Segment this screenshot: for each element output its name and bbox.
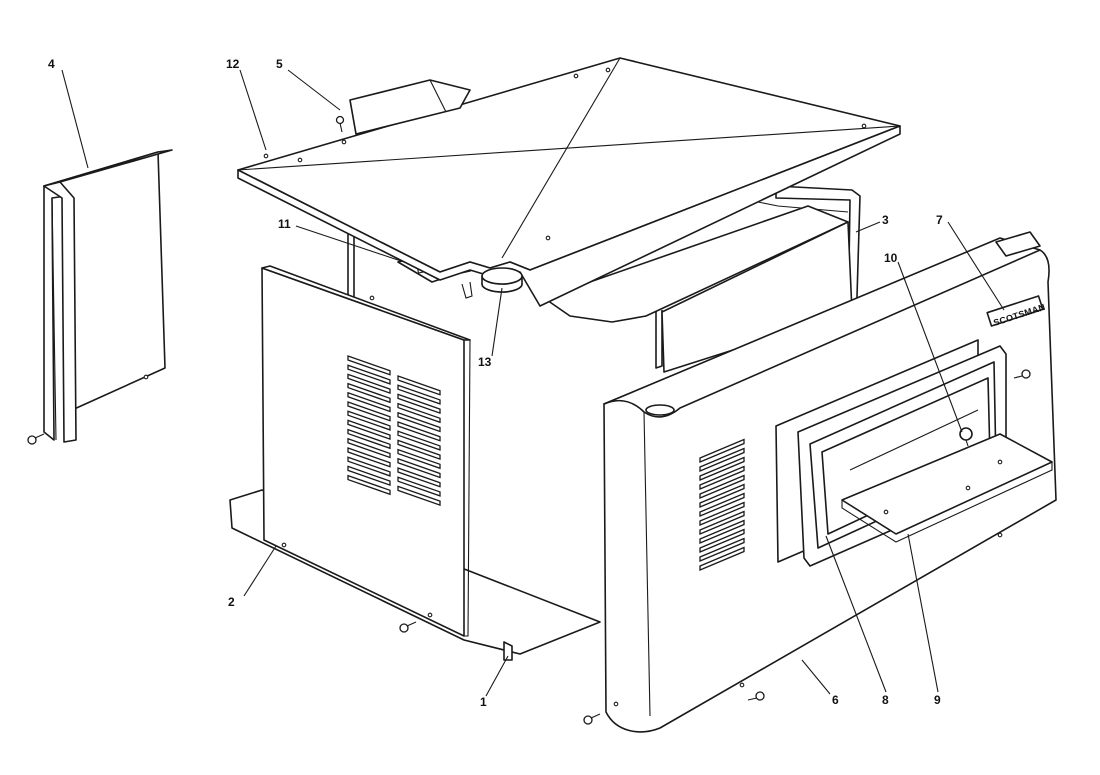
louver-slot [699, 528, 745, 553]
louver-slot [347, 391, 391, 413]
louver-slot [397, 457, 441, 479]
side-panel-left [261, 265, 471, 637]
louver-slot [397, 448, 441, 470]
callout-6: 6 [832, 693, 839, 707]
drip-tray [841, 433, 1053, 543]
callout-8: 8 [882, 693, 889, 707]
louver-slot [347, 428, 391, 450]
louver-slot [699, 519, 745, 544]
louver-slot [699, 465, 745, 490]
louver-slot [347, 419, 391, 441]
louver-slot [347, 364, 391, 385]
callout-2: 2 [228, 595, 235, 609]
callout-numbers: 4 12 5 11 13 3 7 10 2 1 6 8 9 [48, 57, 943, 709]
louver-slot [699, 438, 745, 463]
callout-1: 1 [480, 695, 487, 709]
louver-group-b [397, 375, 441, 507]
louver-slot [699, 456, 745, 481]
rear-bracket [335, 79, 471, 135]
louver-slot [699, 501, 745, 526]
louver-slot [699, 492, 745, 517]
callout-3: 3 [882, 213, 889, 227]
callout-7: 7 [936, 213, 943, 227]
louver-slot [397, 439, 441, 461]
louver-slot [699, 483, 745, 508]
callout-5: 5 [276, 57, 283, 71]
louver-slot [347, 373, 391, 395]
louver-slot [397, 411, 441, 433]
louver-slot [347, 456, 391, 477]
louver-slot [347, 465, 391, 487]
louver-slot [397, 476, 441, 497]
screw-front-right [1013, 369, 1031, 379]
screw-left-panel [27, 433, 45, 445]
louver-slot [397, 384, 441, 405]
louver-group-a [347, 355, 391, 496]
callout-12: 12 [226, 57, 240, 71]
callout-10: 10 [884, 251, 898, 265]
louver-slot [347, 401, 391, 422]
louver-slot [699, 474, 745, 499]
louver-slot [347, 437, 391, 459]
louver-slot [397, 402, 441, 424]
louver-slot [347, 382, 391, 404]
louver-slot [699, 447, 745, 472]
louver-slot [347, 410, 391, 431]
left-side-panel [27, 149, 173, 445]
callout-4: 4 [48, 57, 55, 71]
top-panel [237, 57, 901, 307]
louver-slot [397, 393, 441, 415]
callout-9: 9 [934, 693, 941, 707]
screw-rear-bracket [335, 115, 345, 133]
screw-base [399, 621, 417, 633]
callout-11: 11 [278, 217, 291, 231]
louver-slot [397, 375, 441, 396]
callout-13: 13 [478, 355, 492, 369]
louver-slot [347, 355, 391, 376]
actuator-knob [959, 427, 973, 447]
louver-slot [347, 447, 391, 468]
louver-slot [347, 474, 391, 496]
louver-slot [397, 467, 441, 488]
louver-group-c [699, 438, 745, 571]
leader-lines [61, 69, 1005, 697]
louver-slot [699, 546, 745, 571]
louver-slot [699, 510, 745, 535]
screw-front-bottom-left [583, 713, 601, 725]
drain-cup [481, 267, 523, 293]
screw-front-bottom [747, 691, 765, 701]
louver-slot [699, 537, 745, 562]
louver-slot [397, 430, 441, 451]
louver-slot [397, 421, 441, 442]
louver-slot [397, 485, 441, 507]
